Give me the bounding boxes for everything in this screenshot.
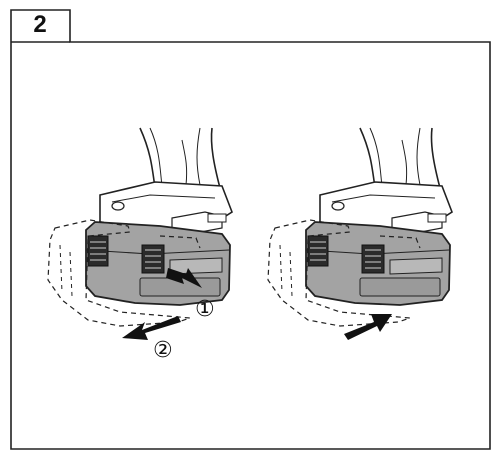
frame-border: [10, 9, 491, 450]
battery-release-button-left: [87, 235, 109, 267]
drill-handle-right: [359, 127, 442, 189]
slide-in-arrow: [344, 314, 392, 340]
drill-battery-insertion-illustration: [267, 127, 453, 340]
drill-battery-removal-illustration: [47, 127, 233, 340]
battery-release-button-right: [307, 235, 329, 267]
battery-ghost-left: [47, 219, 191, 327]
drill-handle-left: [139, 127, 222, 189]
battery-ghost-right: [267, 219, 411, 327]
slide-out-arrow: [122, 316, 181, 340]
step-number: 2: [33, 11, 47, 38]
press-arrow: [166, 268, 202, 288]
callout-2: ②: [153, 338, 173, 363]
callout-1: ①: [195, 297, 215, 322]
